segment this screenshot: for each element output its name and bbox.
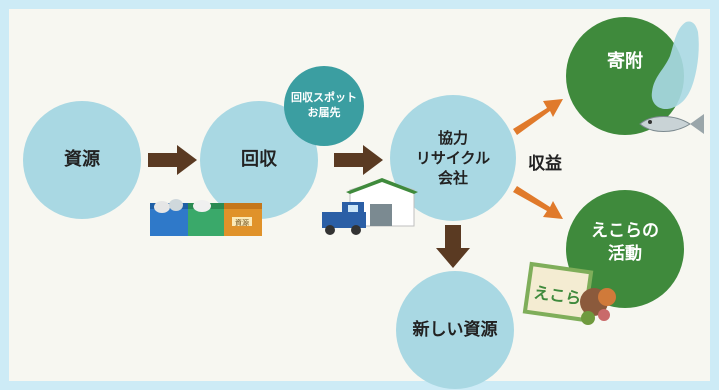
- lake-fish-illustration: [639, 21, 704, 134]
- node-collection-spot: 回収スポット お届先: [284, 66, 364, 146]
- node-new-resource-label: 新しい資源: [412, 319, 498, 340]
- arrow-source-to-collect: [148, 145, 197, 175]
- node-collection-spot-label: 回収スポット お届先: [291, 91, 357, 119]
- node-source-label: 資源: [64, 148, 100, 170]
- node-recycling-company-label: 協力 リサイクル 会社: [415, 128, 491, 188]
- ecora-sign-illustration: えこら: [522, 261, 616, 325]
- node-donation: 寄附: [566, 17, 684, 135]
- truck-warehouse-illustration: [322, 178, 418, 235]
- arrow-company-to-new-resource: [436, 225, 470, 268]
- arrow-company-to-donation: [513, 99, 563, 135]
- node-new-resource: 新しい資源: [396, 271, 514, 389]
- node-source: 資源: [23, 101, 141, 219]
- node-ecora-activity-label: えこらの 活動: [591, 221, 659, 264]
- arrow-company-to-ecora: [513, 186, 563, 219]
- bin-sign-text: 資源: [235, 218, 249, 227]
- node-donation-label: 寄附: [607, 50, 643, 72]
- recycling-bins-illustration: 資源: [150, 199, 262, 236]
- arrow-collect-to-company: [334, 145, 383, 175]
- edge-label-profit: 収益: [528, 154, 562, 174]
- node-collect-label: 回収: [241, 148, 277, 170]
